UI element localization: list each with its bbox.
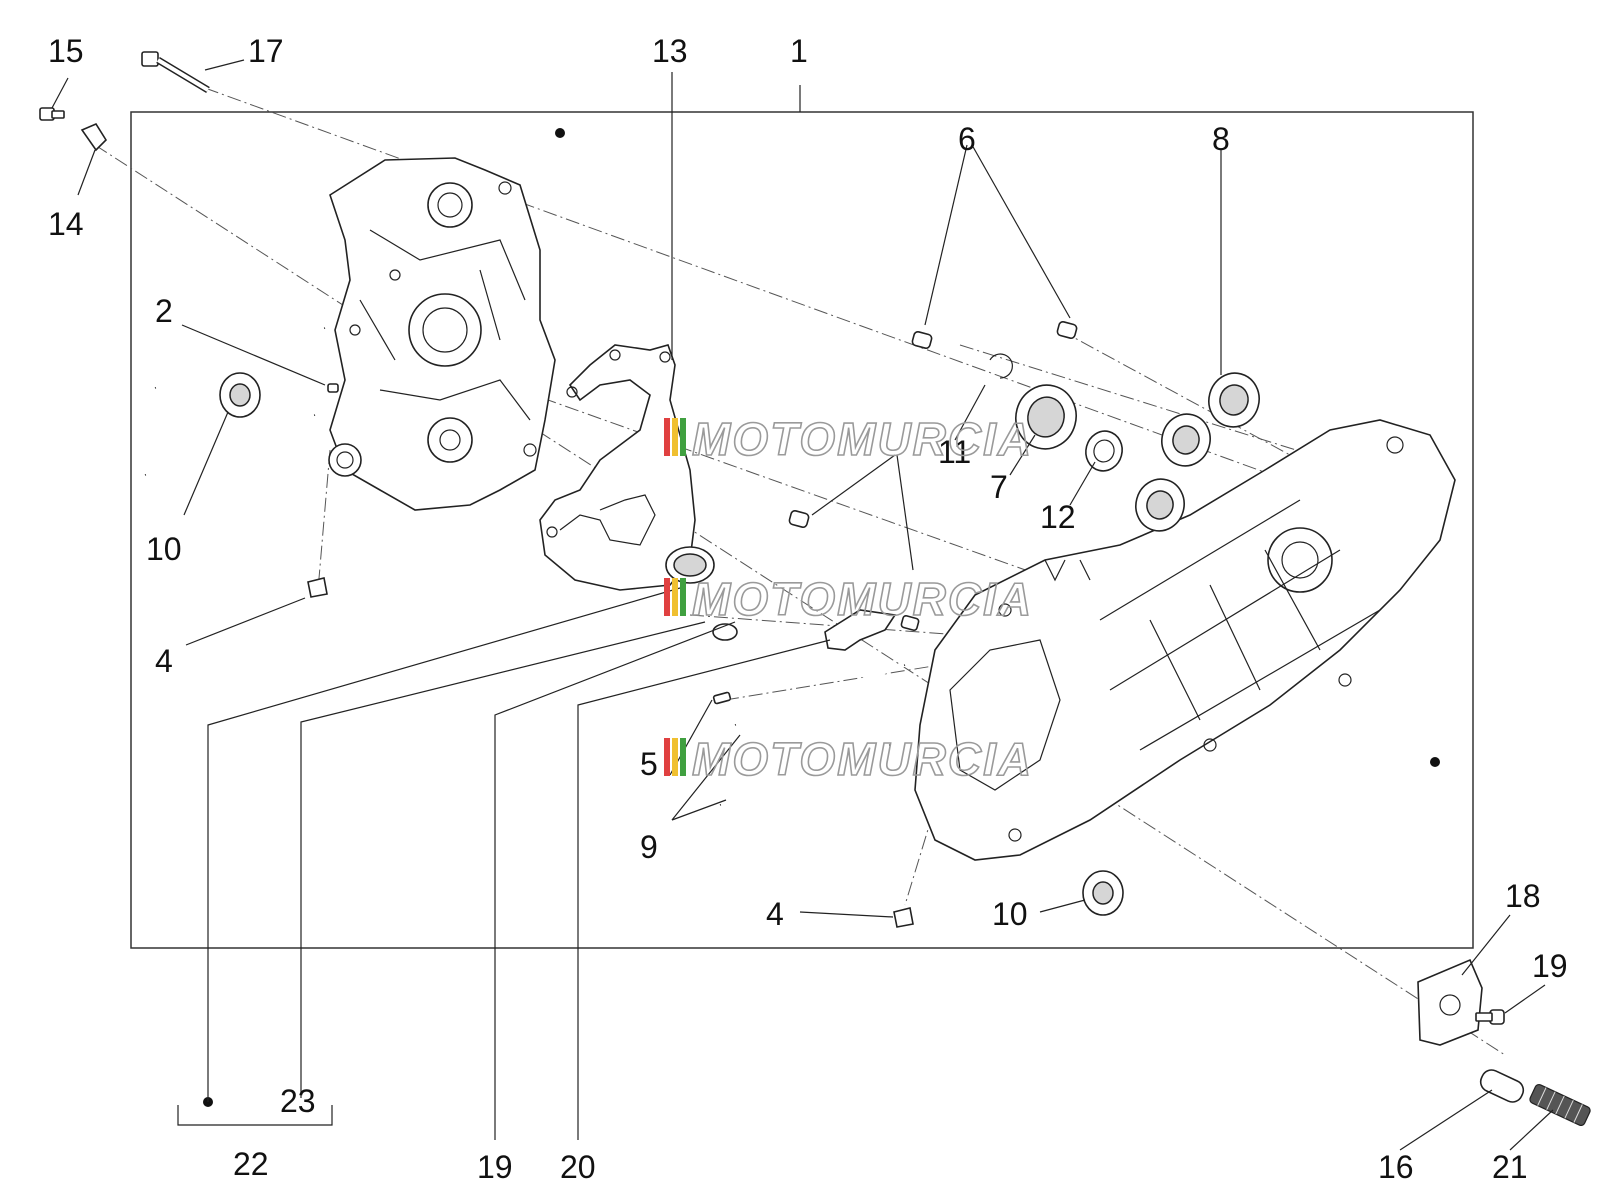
left-crankcase-half [328, 157, 556, 511]
callout-6: 6 [958, 121, 976, 157]
callout-5: 5 [640, 746, 658, 782]
plate-20 [824, 609, 897, 651]
oil-seal-23 [665, 546, 738, 641]
callout-8: 8 [1212, 121, 1230, 157]
callout-12: 12 [1040, 499, 1076, 535]
callout-21: 21 [1492, 1149, 1528, 1185]
callout-labels: 15 17 13 1 14 6 8 2 11 7 12 10 4 5 9 4 1… [48, 33, 1568, 1185]
gasket-13 [539, 344, 696, 591]
callout-4-left: 4 [155, 643, 173, 679]
callout-16: 16 [1378, 1149, 1414, 1185]
callout-20: 20 [560, 1149, 596, 1185]
leader-lines [51, 59, 1554, 1151]
callout-7: 7 [990, 469, 1008, 505]
watermark-text-2: MOTOMURCIA [692, 573, 1033, 625]
studs [144, 326, 906, 807]
callout-2: 2 [155, 293, 173, 329]
callout-15: 15 [48, 33, 84, 69]
reference-dots [203, 128, 1440, 1107]
callout-1: 1 [790, 33, 808, 69]
callout-4-right: 4 [766, 896, 784, 932]
callout-10-right: 10 [992, 896, 1028, 932]
callout-9: 9 [640, 829, 658, 865]
assembly-frame [130, 111, 1474, 949]
watermark-text-1: MOTOMURCIA [692, 413, 1033, 465]
silent-blocks [219, 372, 1124, 916]
right-crankcase-half [914, 419, 1456, 861]
watermark-1: MOTOMURCIA [664, 412, 1033, 466]
callout-18: 18 [1505, 878, 1541, 914]
watermark-3: MOTOMURCIA [664, 732, 1033, 786]
callout-19-bottom: 19 [477, 1149, 513, 1185]
callout-22: 22 [233, 1146, 269, 1182]
dowel-pins [307, 321, 1078, 928]
callout-23: 23 [280, 1083, 316, 1119]
bearings [1015, 372, 1260, 532]
callout-10-left: 10 [146, 531, 182, 567]
callout-11: 11 [938, 434, 971, 470]
callout-19-right: 19 [1532, 948, 1568, 984]
fasteners-bottom-right [1417, 958, 1591, 1127]
callout-17: 17 [248, 33, 284, 69]
callout-14: 14 [48, 206, 84, 242]
watermark-2: MOTOMURCIA [664, 572, 1033, 626]
watermark-text-3: MOTOMURCIA [692, 733, 1033, 785]
circlip-11 [989, 353, 1013, 379]
callout-13: 13 [652, 33, 688, 69]
fasteners-top-left [39, 51, 210, 152]
